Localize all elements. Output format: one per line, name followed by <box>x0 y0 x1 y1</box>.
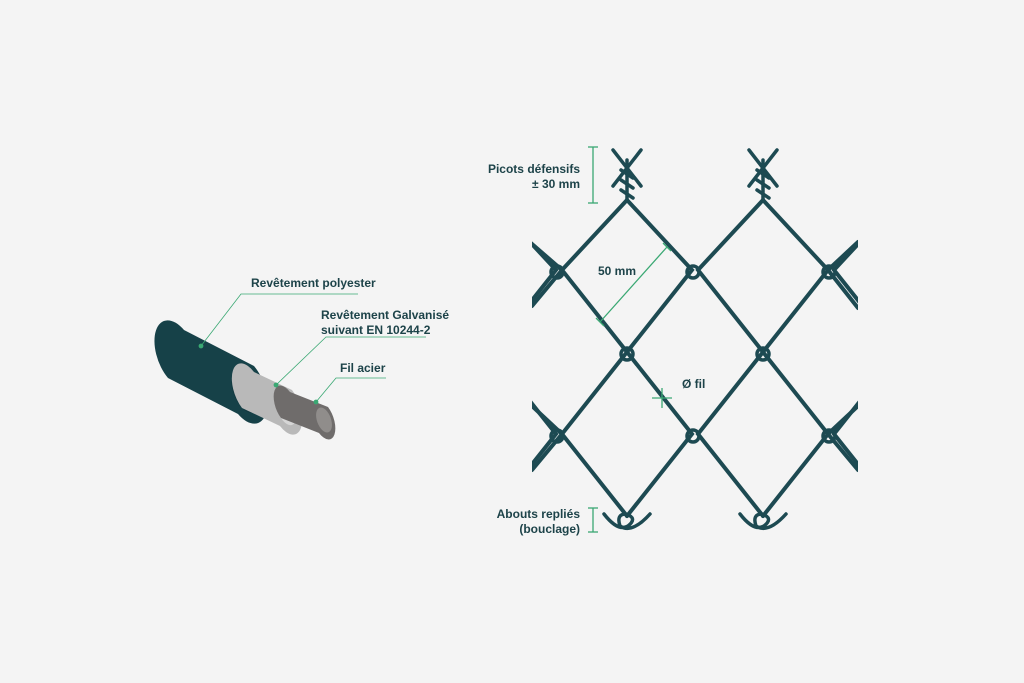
mesh-knuckles <box>549 264 837 444</box>
mesh-knot <box>821 264 837 280</box>
mesh-wire <box>826 240 858 272</box>
picots-label-line2: ± 30 mm <box>532 177 580 191</box>
loop-right <box>738 512 788 530</box>
mesh-wire <box>559 198 630 518</box>
abouts-height-marker <box>588 507 598 533</box>
cable-illustration <box>154 320 336 440</box>
bottom-loops <box>602 512 788 530</box>
mesh-wire <box>760 198 831 518</box>
dimension-markers <box>588 146 672 533</box>
top-picots <box>611 148 779 202</box>
galvanized-label-line2: suivant EN 10244-2 <box>321 323 431 337</box>
mesh-knot <box>685 264 701 280</box>
mesh-wire <box>826 404 858 436</box>
steel-leader <box>315 377 386 403</box>
wire-diameter-marker <box>652 388 672 408</box>
mesh-wire <box>624 198 695 518</box>
polyester-leader <box>200 293 358 347</box>
mesh-knot <box>755 346 771 362</box>
wire-diameter-label: Ø fil <box>682 377 706 391</box>
galvanized-label: Revêtement Galvanisé suivant EN 10244-2 <box>321 308 449 338</box>
cable-leaders <box>198 293 426 405</box>
mesh-wire <box>426 200 491 516</box>
chain-link-mesh <box>426 198 858 518</box>
abouts-label-line2: (bouclage) <box>519 522 580 536</box>
picot-left <box>611 148 643 202</box>
mesh-size-label: 50 mm <box>598 264 637 278</box>
picots-label-line1: Picots défensifs <box>487 162 580 176</box>
galvanized-label-line1: Revêtement Galvanisé <box>321 308 450 322</box>
picots-height-marker <box>588 146 598 204</box>
steel-core-end <box>316 407 332 433</box>
loop-left <box>602 512 652 530</box>
polyester-label: Revêtement polyester <box>251 276 376 290</box>
mesh-knot <box>549 264 565 280</box>
mesh-knot <box>821 428 837 444</box>
steel-label: Fil acier <box>340 361 386 375</box>
mesh-wire <box>532 268 564 308</box>
mesh-wire <box>695 198 766 518</box>
picot-right <box>747 148 779 202</box>
mesh-wire <box>532 432 564 472</box>
mesh-knot <box>685 428 701 444</box>
galvanized-leader <box>275 336 426 386</box>
mesh-size-marker <box>595 242 672 327</box>
mesh-wire <box>831 241 858 468</box>
mesh-knot <box>619 346 635 362</box>
mesh-wire <box>532 241 559 468</box>
abouts-label-line1: Abouts repliés <box>496 507 580 521</box>
mesh-knot <box>549 428 565 444</box>
picots-label: Picots défensifs ± 30 mm <box>488 162 580 192</box>
abouts-label: Abouts repliés (bouclage) <box>497 507 580 537</box>
